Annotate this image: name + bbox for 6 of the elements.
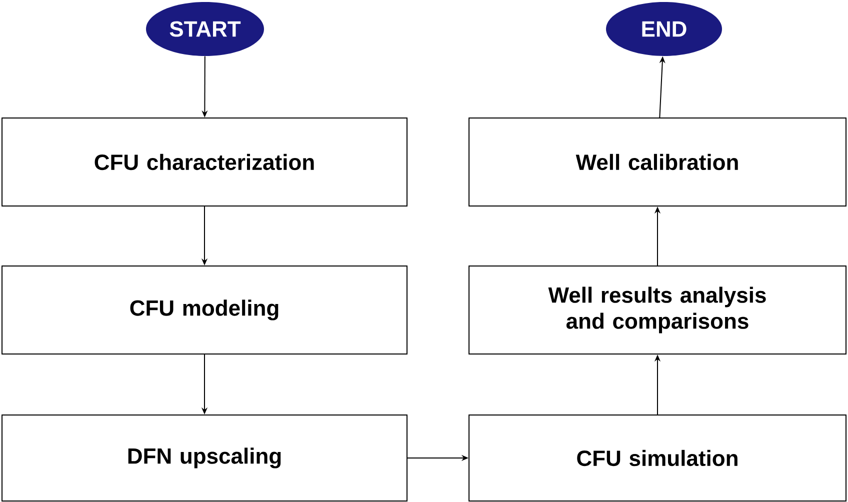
process-box: CFU characterization	[2, 118, 408, 206]
process-box: Well calibration	[468, 118, 846, 206]
process-box: DFN upscaling	[2, 414, 408, 502]
process-box: CFU modeling	[2, 266, 408, 354]
process-box: Well results analysis and comparisons	[468, 266, 846, 354]
process-box: CFU simulation	[468, 414, 846, 502]
